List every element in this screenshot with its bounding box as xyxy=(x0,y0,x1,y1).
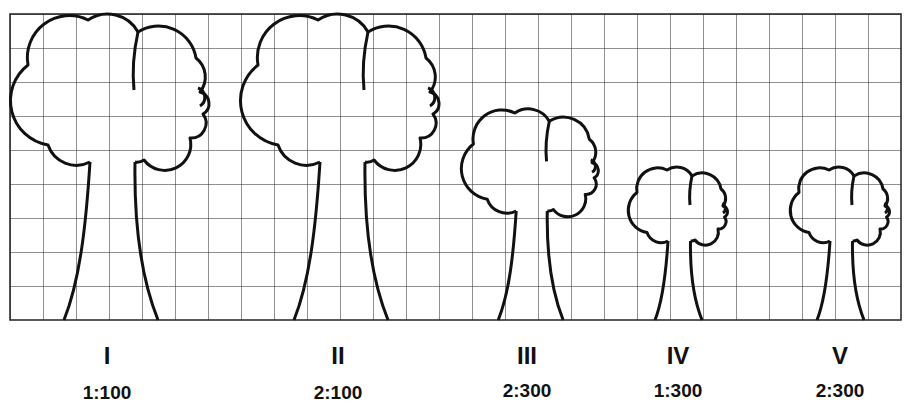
scale-ratio: 1:300 xyxy=(654,381,703,400)
tree-numeral: IV xyxy=(667,344,690,368)
tree-figure xyxy=(790,167,889,320)
tree-numeral: V xyxy=(832,344,848,368)
grid xyxy=(10,14,901,320)
tree-numeral: III xyxy=(517,344,537,368)
tree-numeral: I xyxy=(104,344,111,368)
scale-ratio: 2:300 xyxy=(816,381,865,400)
scale-ratio: 1:100 xyxy=(83,383,132,402)
tree-figure xyxy=(10,14,208,320)
scale-ratio: 2:300 xyxy=(503,381,552,400)
tree-figure xyxy=(240,14,438,320)
scale-ratio: 2:100 xyxy=(314,383,363,402)
tree-numeral: II xyxy=(331,344,344,368)
tree-figure xyxy=(628,167,727,320)
tree-figure xyxy=(461,109,598,320)
